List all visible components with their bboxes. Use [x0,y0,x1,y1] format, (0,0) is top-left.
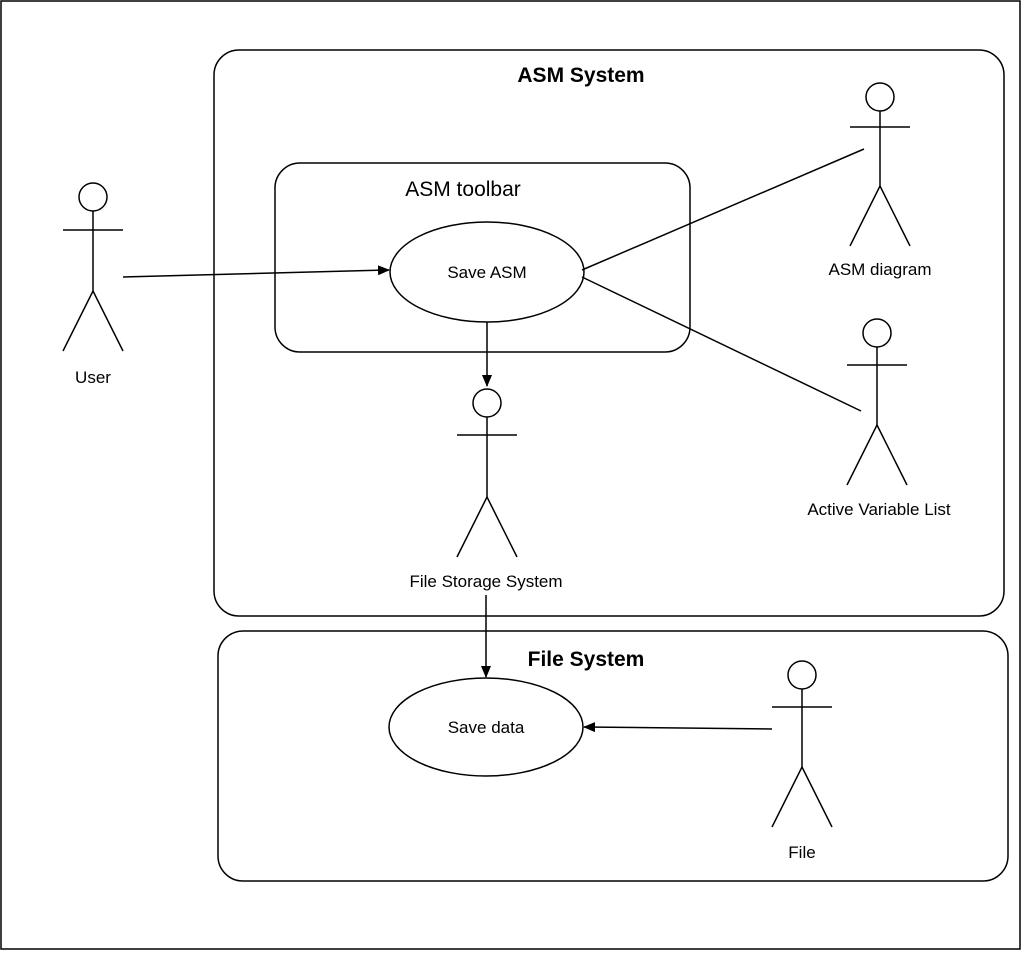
file-system-title: File System [528,648,645,671]
actor-user-label: User [75,368,111,387]
arrow-file-to-save-data [583,722,773,733]
actor-file-storage-system-label: File Storage System [409,572,562,591]
actor-active-variable-list-label: Active Variable List [807,500,951,519]
line-save-asm-to-active-variable-list [581,276,862,412]
file-system-box [217,630,1009,882]
stick-figure-icon [456,388,518,558]
asm-system-title: ASM System [517,64,644,87]
actor-asm-diagram-label: ASM diagram [829,260,932,279]
save-asm-label: Save ASM [447,263,526,282]
asm-toolbar-title: ASM toolbar [405,178,521,201]
actor-file-label: File [788,843,815,862]
use-case-save-asm: Save ASM [389,221,585,323]
asm-system-box [213,49,1005,617]
stick-figure-icon [62,182,124,352]
save-data-ellipse [388,677,584,777]
asm-toolbar-box [274,162,691,353]
asm-system-boundary: ASM System [213,49,1005,617]
save-data-label: Save data [448,718,525,737]
stick-figure-icon [771,660,833,828]
actor-asm-diagram: ASM diagram [829,82,932,279]
use-case-save-data: Save data [388,677,584,777]
actor-file-storage-system: File Storage System [409,388,563,591]
actor-active-variable-list: Active Variable List [807,318,951,519]
file-system-boundary: File System [217,630,1009,882]
actor-file: File [771,660,833,862]
line-save-asm-to-asm-diagram [581,148,865,271]
arrow-user-to-save-asm [122,265,390,278]
actor-user: User [62,182,124,387]
stick-figure-icon [849,82,911,247]
stick-figure-icon [846,318,908,486]
asm-toolbar-boundary: ASM toolbar [274,162,691,353]
